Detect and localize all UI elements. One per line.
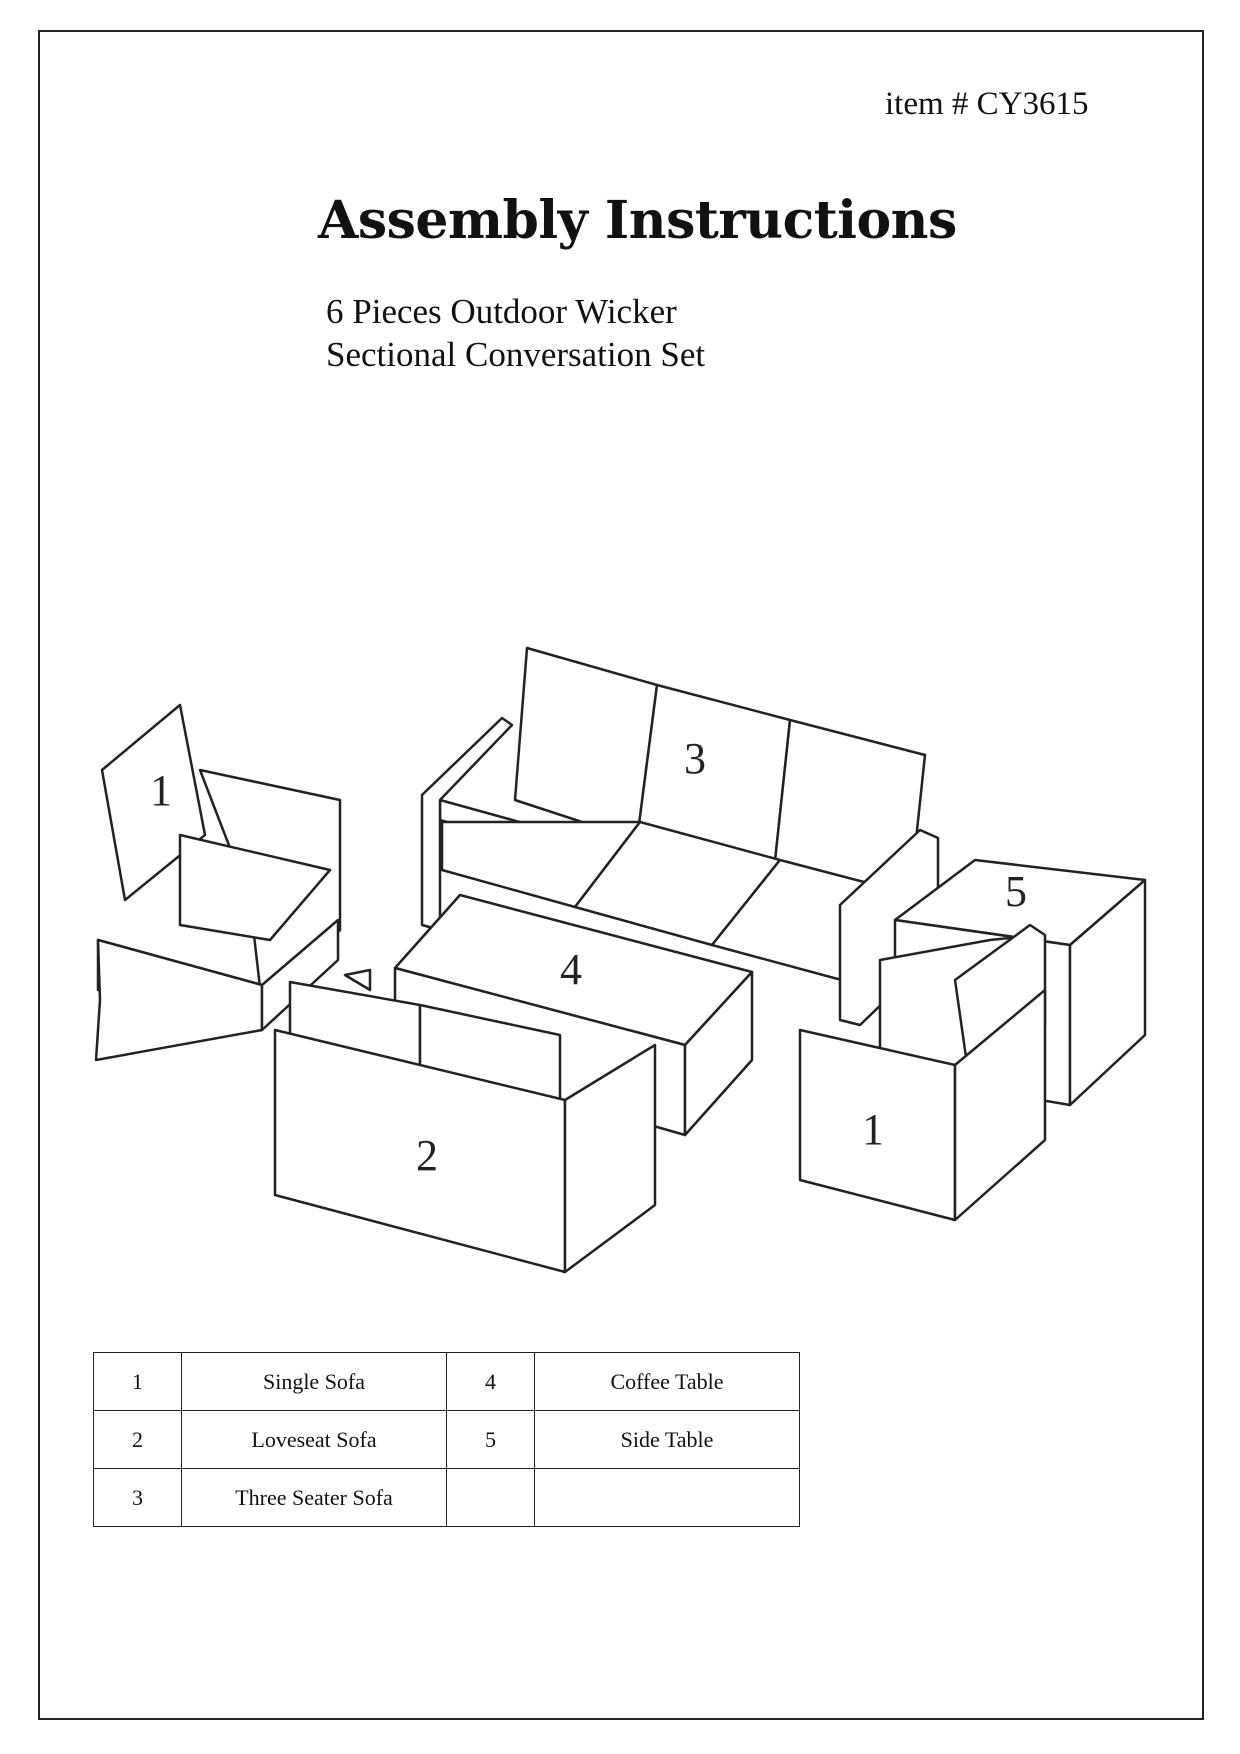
part-name <box>534 1468 800 1527</box>
loveseat-sofa-drawing <box>273 968 657 1274</box>
label-loveseat-sofa: 2 <box>416 1131 438 1180</box>
table-row: 2 Loveseat Sofa 5 Side Table <box>93 1410 800 1469</box>
part-name: Side Table <box>534 1410 800 1469</box>
single-sofa-right-drawing <box>798 923 1047 1222</box>
part-name: Coffee Table <box>534 1352 800 1411</box>
part-name: Single Sofa <box>181 1352 447 1411</box>
parts-table: 1 Single Sofa 4 Coffee Table 2 Loveseat … <box>93 1352 800 1527</box>
part-number: 2 <box>93 1410 182 1469</box>
part-number <box>446 1468 535 1527</box>
label-single-sofa-right: 1 <box>862 1105 884 1154</box>
page-border <box>38 30 1204 1720</box>
part-number: 1 <box>93 1352 182 1411</box>
part-name: Three Seater Sofa <box>181 1468 447 1527</box>
part-number: 5 <box>446 1410 535 1469</box>
table-row: 1 Single Sofa 4 Coffee Table <box>93 1352 800 1411</box>
part-number: 3 <box>93 1468 182 1527</box>
subtitle-line-2: Sectional Conversation Set <box>326 335 706 374</box>
subtitle-line-1: 6 Pieces Outdoor Wicker <box>326 292 677 331</box>
label-single-sofa-left: 1 <box>150 766 172 815</box>
single-sofa-left-drawing <box>94 703 342 1062</box>
table-row: 3 Three Seater Sofa <box>93 1468 800 1527</box>
part-name: Loveseat Sofa <box>181 1410 447 1469</box>
part-number: 4 <box>446 1352 535 1411</box>
label-three-seater-sofa: 3 <box>684 734 706 783</box>
page-subtitle: 6 Pieces Outdoor Wicker Sectional Conver… <box>326 290 705 376</box>
label-side-table: 5 <box>1005 867 1027 916</box>
label-coffee-table: 4 <box>560 945 582 994</box>
page-title: Assembly Instructions <box>318 190 957 251</box>
item-number: item # CY3615 <box>885 86 1089 122</box>
